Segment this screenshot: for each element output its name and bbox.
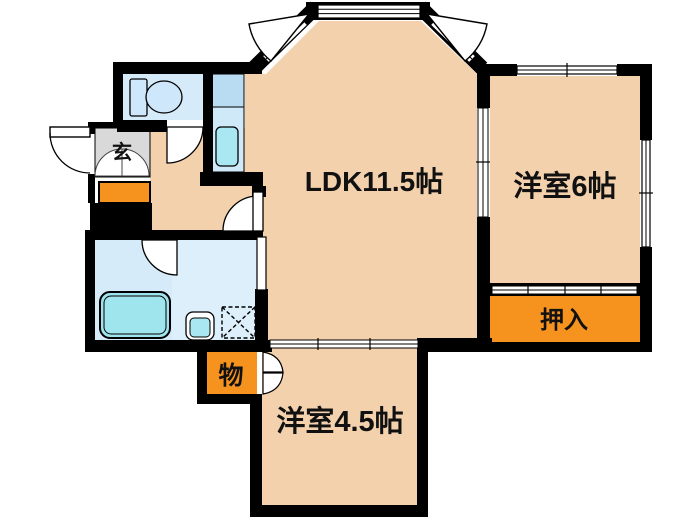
ldk-floor xyxy=(245,21,477,340)
oshiire-closet-floor xyxy=(487,296,640,342)
western-room-6-label: 洋室6帖 xyxy=(513,169,616,203)
washing-machine-space-icon xyxy=(221,306,256,339)
washbasin-icon xyxy=(185,311,215,341)
bay-left-casement-window xyxy=(248,13,311,62)
western-room-6-floor xyxy=(490,76,640,285)
entrance-label: 玄 xyxy=(112,140,132,164)
toilet-icon xyxy=(129,78,183,117)
bay-right-casement-window xyxy=(425,13,488,62)
windows xyxy=(248,4,653,248)
western-room-4-5-label: 洋室4.5帖 xyxy=(276,404,403,438)
entrance-door-swing-arc xyxy=(49,132,91,174)
sliding-doors xyxy=(256,107,638,350)
kitchen-sink-icon xyxy=(215,126,239,167)
western-room-6-top-window xyxy=(516,63,618,77)
toilet-door-swing xyxy=(166,126,204,164)
ldk-hall-door xyxy=(222,191,264,232)
kitchen-upper-floor xyxy=(210,73,245,108)
room-labels: LDK11.5帖 洋室6帖 洋室4.5帖 押入 物 玄 xyxy=(112,140,617,438)
bathtub-icon xyxy=(99,291,171,339)
western-room-6-right-window xyxy=(639,139,653,248)
entrance-door xyxy=(49,126,91,174)
storage-label: 物 xyxy=(218,362,243,390)
shoe-cabinet xyxy=(98,181,151,204)
ldk-western45-sliding-door xyxy=(269,338,419,350)
oshiire-fusuma-sliding-door xyxy=(491,284,638,296)
ldk-hall-door-leaf xyxy=(252,191,264,232)
western-room-4-5-floor xyxy=(262,348,417,505)
hinged-doors xyxy=(49,126,284,395)
ldk-label: LDK11.5帖 xyxy=(305,166,444,197)
entrance-step-scallop xyxy=(94,148,150,177)
bathroom-door-swing xyxy=(141,239,178,276)
storage-bifold-door xyxy=(262,351,284,395)
ldk-western6-sliding-door xyxy=(476,107,490,218)
fixtures xyxy=(94,78,256,341)
entrance-door-leaf xyxy=(49,126,91,138)
storage-floor xyxy=(207,352,257,394)
washroom-ldk-door-leaf xyxy=(256,236,267,291)
oshiire-closet-label: 押入 xyxy=(540,307,588,334)
bay-top-window xyxy=(317,4,421,19)
